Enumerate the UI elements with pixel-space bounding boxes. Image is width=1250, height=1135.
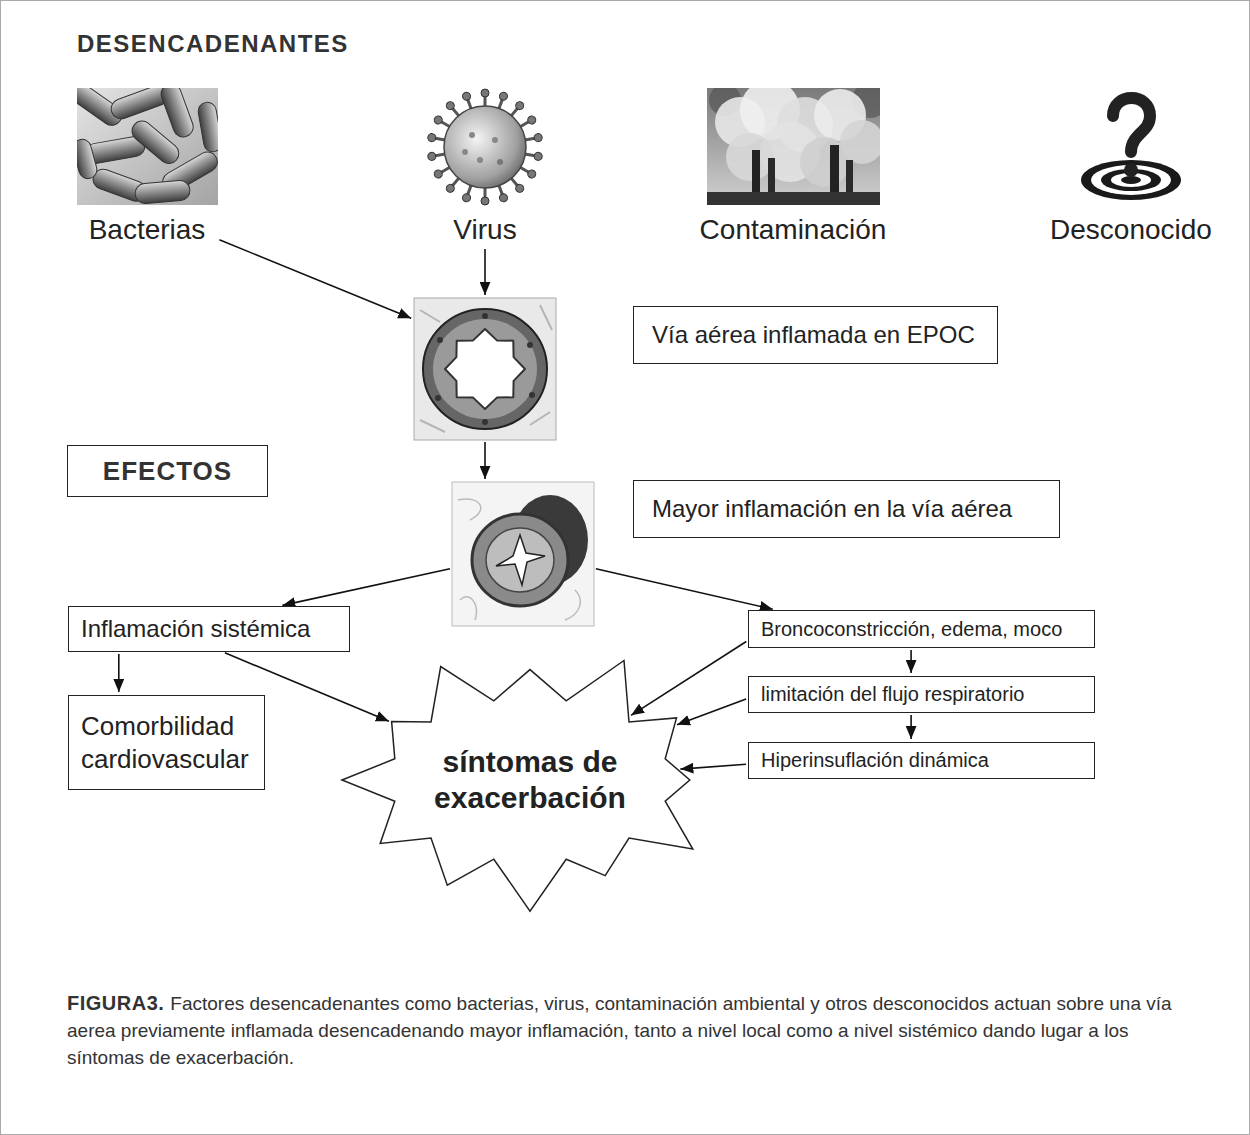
connector-arrow [910,715,912,739]
figure-caption: Factores desencadenantes como bacterias,… [67,993,1172,1068]
connector-arrow [677,699,746,725]
box-text: Vía aérea inflamada en EPOC [652,320,975,350]
process-box: Comorbilidad cardiovascular [68,695,265,790]
airway-stage: Vía aérea inflamada en EPOC [414,298,998,440]
caption-stack: Desconocido [1045,213,1217,247]
starburst-polygon [342,661,693,912]
bacteria-picture [69,81,223,205]
connector-arrow [596,569,773,610]
process-box: Inflamación sistémica [68,606,350,652]
trigger-item: Bacterias [77,88,218,247]
trigger-caption: Virus [453,213,516,247]
airway-stage: Mayor inflamación en la vía aérea [452,480,1060,626]
figure-label: FIGURA3. [67,992,164,1014]
label-box: Vía aérea inflamada en EPOC [633,306,998,364]
connector-arrow [219,240,411,318]
process-box: Hiperinsuflación dinámica [748,742,1095,779]
trigger-caption: Bacterias [89,213,206,247]
connector-arrow [680,764,746,769]
unknown-target-picture [1080,90,1182,205]
connector-arrow [910,650,912,673]
label-box: Mayor inflamación en la vía aérea [633,480,1060,538]
trigger-caption: Contaminación [700,213,887,247]
virus-picture [427,89,543,205]
trigger-caption: Desconocido [1050,213,1212,247]
pollution-picture [707,80,888,205]
process-box: limitación del flujo respiratorio [748,676,1095,713]
caption-stack: Virus [429,213,541,247]
diagram-title: DESENCADENANTES [77,30,349,58]
connector-arrow [118,654,120,692]
starburst-text: síntomas de exacerbación [415,744,645,816]
trigger-item: Contaminación [695,88,892,247]
box-text: Broncoconstricción, edema, moco [761,617,1062,642]
box-text: EFECTOS [103,455,232,488]
caption-block: FIGURA3.Factores desencadenantes como ba… [67,990,1197,1071]
box-text: limitación del flujo respiratorio [761,682,1024,707]
box-text: Comorbilidad cardiovascular [81,710,250,775]
box-text: Mayor inflamación en la vía aérea [652,494,1012,524]
starburst-shape: síntomas de exacerbación [340,640,720,920]
starburst-outline [340,640,720,920]
caption-stack: Bacterias [77,213,218,247]
more-inflamed-airway-picture [452,482,594,626]
inflamed-airway-picture [414,298,556,440]
box-text: Hiperinsuflación dinámica [761,748,989,773]
box-text: Inflamación sistémica [81,614,310,644]
effects-heading-box: EFECTOS [67,445,268,497]
trigger-item: Virus [429,90,541,247]
process-box: Broncoconstricción, edema, moco [748,610,1095,648]
caption-stack: Contaminación [695,213,892,247]
connector-arrow [631,642,746,716]
connector-arrow [484,442,486,479]
connector-arrow [484,249,486,295]
connector-arrow [282,569,450,606]
trigger-item: Desconocido [1045,90,1217,247]
